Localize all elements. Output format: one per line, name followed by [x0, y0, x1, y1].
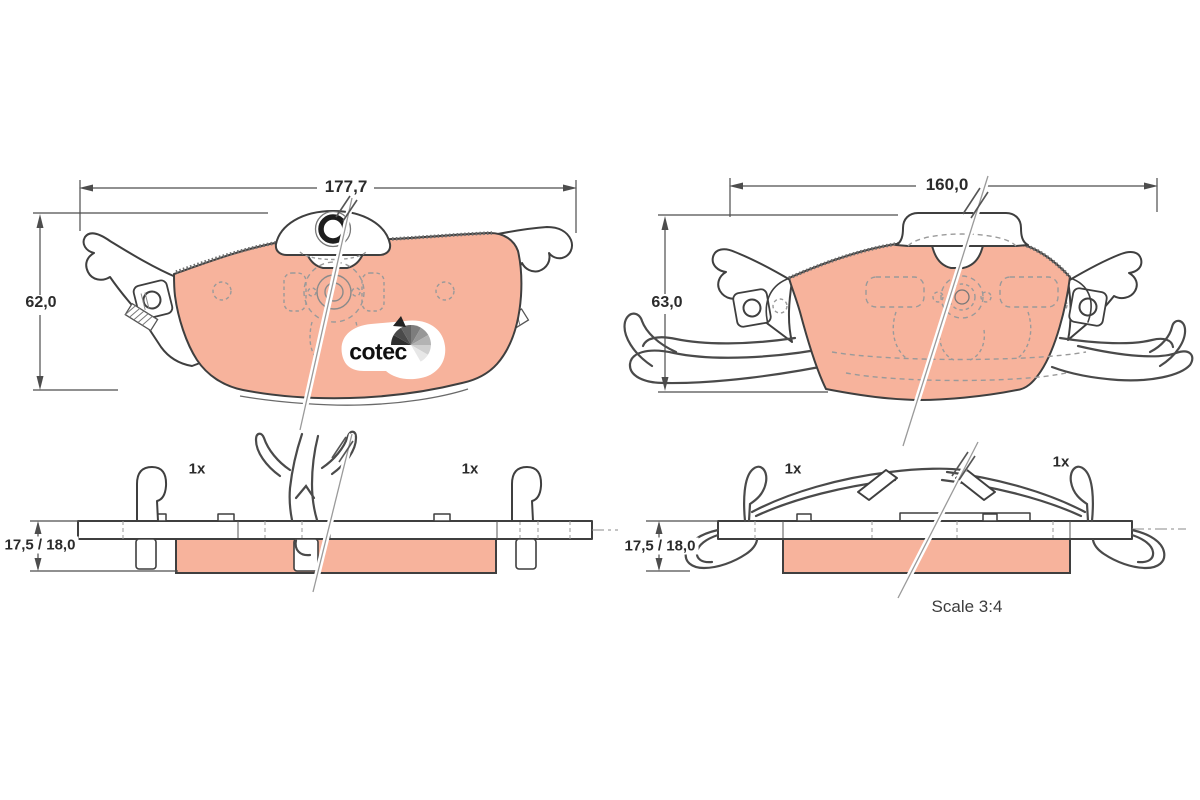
- front-break-line: [297, 195, 358, 431]
- front-friction-pad: [173, 232, 523, 400]
- edge-front-qty-right-label: 1x: [461, 460, 479, 478]
- back-width-dimension: [729, 178, 1158, 217]
- edge-back-qty-right-label: 1x: [1052, 453, 1070, 471]
- cotec-fan-icon: [391, 316, 443, 375]
- edge-back-break-line: [895, 440, 981, 600]
- front-left-sensor-bracket: [132, 279, 174, 320]
- edge-back-qty-left-label: 1x: [784, 460, 802, 478]
- edge-back-thickness-label: 17,5 / 18,0: [621, 537, 699, 555]
- front-right-hole: [435, 281, 455, 301]
- cotec-logo-text: cotec: [349, 338, 407, 365]
- front-height-dimension: [33, 212, 268, 391]
- edge-view-front-drawing: [30, 430, 618, 593]
- edge-front-thickness-label: 17,5 / 18,0: [1, 536, 79, 554]
- edge-front-break-line: [310, 433, 355, 593]
- front-left-hole: [212, 281, 232, 301]
- edge-view-back-drawing: [646, 440, 1186, 600]
- back-width-label: 160,0: [925, 175, 969, 194]
- back-clip-ghost: [831, 275, 1087, 382]
- back-break-line: [900, 175, 991, 447]
- front-height-label: 62,0: [25, 294, 57, 311]
- back-right-bracket: [1068, 287, 1108, 327]
- edge-back-right-clip: [1069, 465, 1166, 570]
- back-top-lug: [895, 212, 1029, 247]
- back-left-bracket: [732, 288, 772, 328]
- back-view-drawing: [623, 175, 1194, 447]
- back-friction-pad: [788, 240, 1071, 401]
- scale-note: Scale 3:4: [931, 597, 1003, 616]
- cotec-logo: [341, 316, 446, 380]
- front-width-dimension: [79, 180, 577, 233]
- edge-front-right-clip: [511, 466, 543, 522]
- edge-front-center-spring: [254, 430, 358, 557]
- edge-front-friction: [175, 538, 497, 574]
- edge-front-backplate: [77, 520, 593, 540]
- edge-front-qty-left-label: 1x: [188, 460, 206, 478]
- front-width-label: 177,7: [324, 177, 368, 196]
- back-height-label: 63,0: [651, 294, 683, 311]
- front-view-drawing: [33, 180, 577, 431]
- back-spring-wires: [623, 312, 1194, 385]
- front-left-serrated-tab: [124, 302, 159, 332]
- edge-front-left-clip: [136, 466, 168, 522]
- edge-back-spring-wires: [750, 467, 1087, 518]
